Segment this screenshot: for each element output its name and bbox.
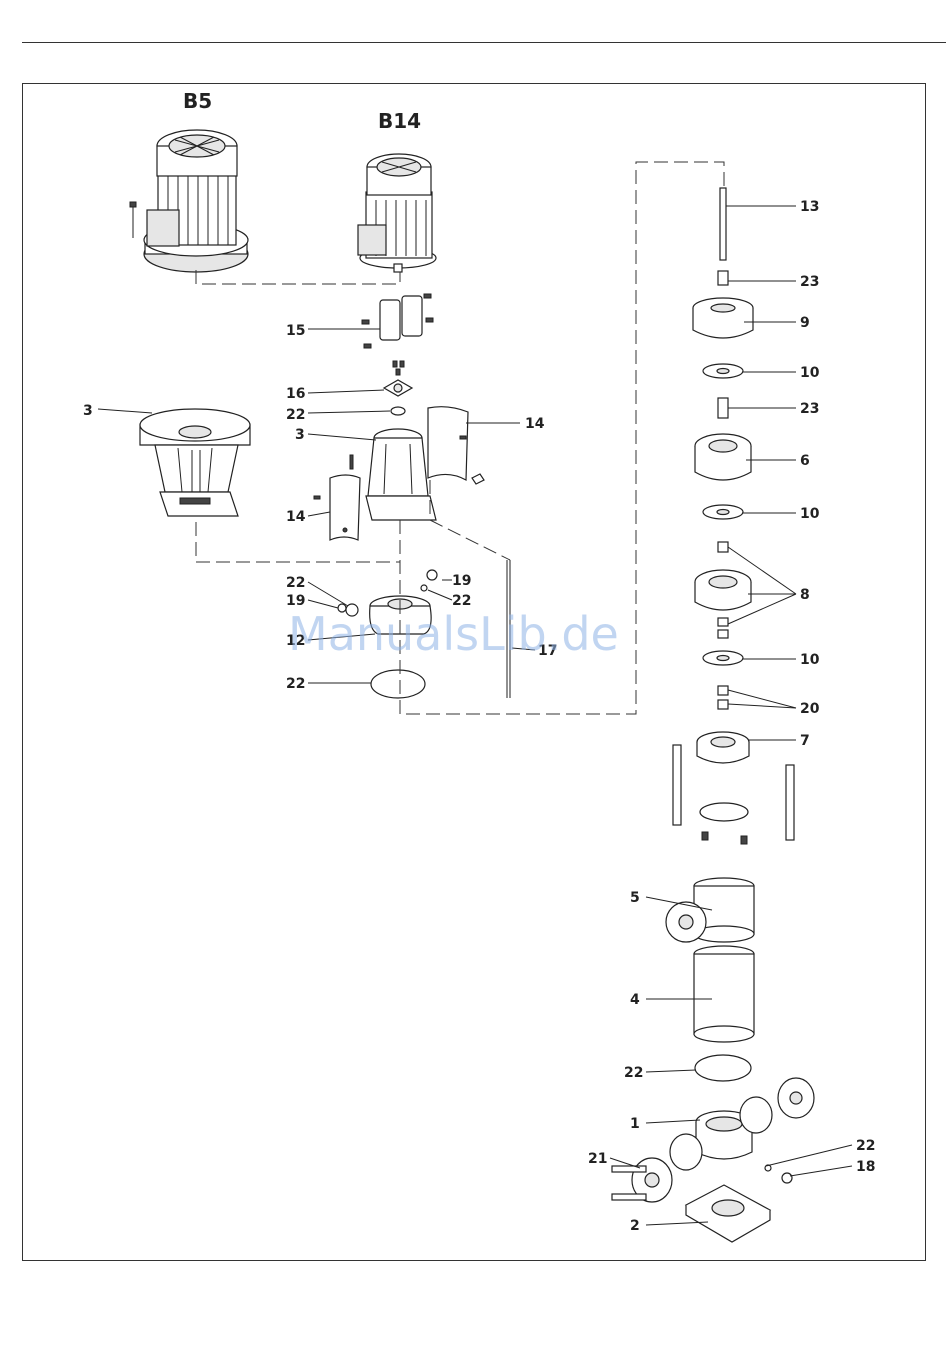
impeller-ring-2 [703,505,743,519]
callout-14-b: 14 [286,509,306,525]
pump-barrel [694,946,754,1081]
callout-13: 13 [800,199,819,215]
callout-15: 15 [286,323,305,339]
callout-1: 1 [630,1116,640,1132]
impeller-ring-3 [703,651,743,709]
lantern-bracket-b5 [140,409,250,516]
callout-9: 9 [800,315,810,331]
variant-b5-title: B5 [183,89,212,113]
bottom-chamber [673,732,794,844]
callout-6: 6 [800,453,810,469]
callout-10-a: 10 [800,365,820,381]
callout-23-a: 23 [800,274,819,290]
callout-19-a: 19 [452,573,471,589]
impeller-ring [703,364,743,418]
callout-4: 4 [630,992,640,1008]
callout-labels: 3 15 16 22 3 14 14 22 19 19 22 12 17 22 … [83,199,875,1234]
stage-chamber-lower [695,542,751,638]
lantern-bracket-b14 [314,407,484,540]
callout-3-b14: 3 [295,427,305,443]
callout-22-b: 22 [286,575,305,591]
coupling-assembly [362,294,433,415]
callout-22-a: 22 [286,407,305,423]
callout-3-b5: 3 [83,403,93,419]
callout-10-b: 10 [800,506,820,522]
callout-22-e: 22 [624,1065,643,1081]
motor-b5 [130,130,248,272]
watermark: ManualsLib.de [288,607,619,661]
pump-base-housing [612,1078,814,1202]
callout-18: 18 [856,1159,875,1175]
callout-21: 21 [588,1151,607,1167]
callout-20: 20 [800,701,820,717]
callout-14-a: 14 [525,416,545,432]
callout-2: 2 [630,1218,640,1234]
base-plate [686,1185,770,1242]
callout-5: 5 [630,890,640,906]
shaft [718,188,728,285]
callout-7: 7 [800,733,810,749]
callout-22-f: 22 [856,1138,875,1154]
callout-23-b: 23 [800,401,819,417]
stage-chamber-upper [695,434,751,480]
callout-8: 8 [800,587,810,603]
variant-b14-title: B14 [378,109,421,133]
callout-10-c: 10 [800,652,820,668]
motor-b14 [358,154,436,272]
callout-16: 16 [286,386,305,402]
top-chamber [693,298,753,338]
callout-22-d: 22 [286,676,305,692]
